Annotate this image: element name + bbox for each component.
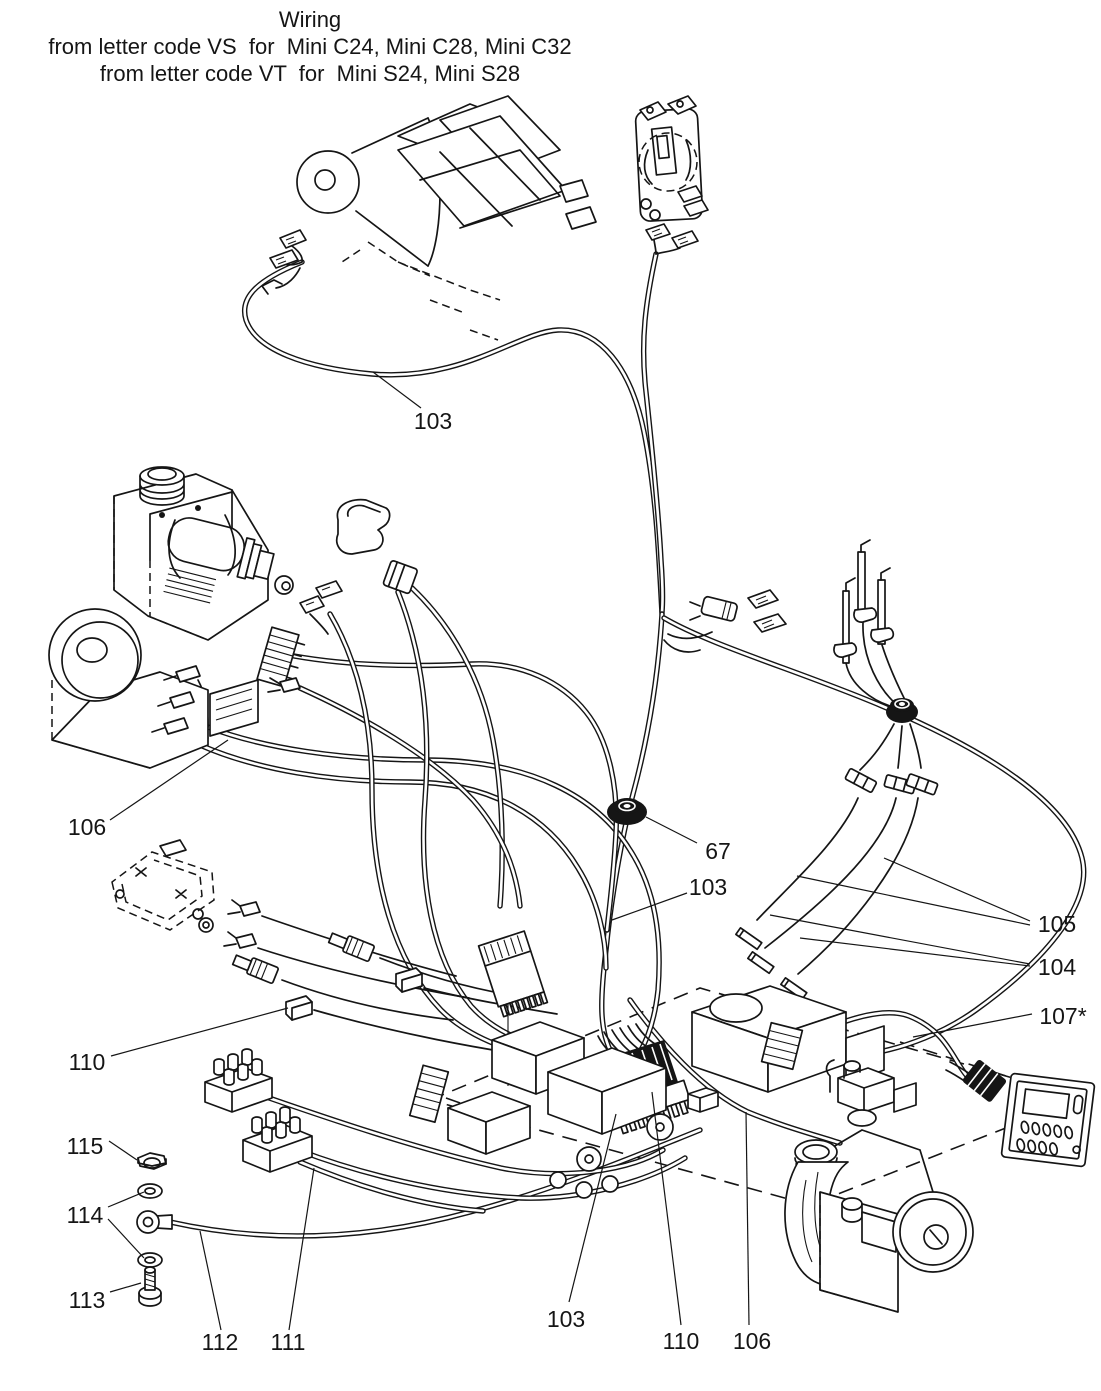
leader-106-left <box>109 739 229 821</box>
part-label-114: 114 <box>67 1202 104 1228</box>
retaining-clamp <box>335 498 391 555</box>
part-number-labels: 103 106 67 103 105 104 107* 110 115 114 … <box>67 408 1087 1355</box>
spade-terminal-pair <box>299 580 343 614</box>
part-label-67: 67 <box>705 838 731 864</box>
part-label-103-top: 103 <box>414 408 452 434</box>
fork-terminal-mid <box>267 677 301 693</box>
part-label-103-bottom: 103 <box>547 1306 585 1332</box>
part-label-113: 113 <box>69 1287 106 1313</box>
leader-103-bottom <box>568 1113 617 1303</box>
air-pressure-switch <box>634 95 709 249</box>
leader-114 <box>107 1191 145 1259</box>
title-line-1: Wiring <box>278 7 342 32</box>
leader-110-bottom <box>651 1091 682 1326</box>
leader-113 <box>109 1282 142 1293</box>
part-label-106-left: 106 <box>68 814 106 840</box>
fuse-holder <box>689 595 738 622</box>
plug-connector <box>382 560 418 595</box>
leader-lines <box>107 371 1033 1331</box>
diagram-title: Wiring from letter code VS for Mini C24,… <box>0 6 620 87</box>
cable-grommet-67 <box>607 798 647 825</box>
spare-spade-terminals <box>747 589 787 633</box>
title-line-2: from letter code VS for Mini C24, Mini C… <box>48 34 572 59</box>
lead-end-terminals <box>735 926 808 1001</box>
part-label-115: 115 <box>67 1133 104 1159</box>
inline-connectors <box>844 767 939 796</box>
leader-103-mid <box>611 892 688 921</box>
small-connector-110 <box>285 995 313 1021</box>
part-label-112: 112 <box>202 1329 239 1355</box>
part-label-105: 105 <box>1038 911 1076 937</box>
pcb-relays-and-parts <box>408 985 885 1199</box>
part-label-103-mid: 103 <box>689 874 727 900</box>
leader-67 <box>645 816 698 844</box>
display-cable-connector <box>945 1059 1007 1102</box>
leader-105 <box>796 857 1031 926</box>
display-buttons <box>1016 1120 1081 1156</box>
part-label-106-bottom: 106 <box>733 1328 771 1354</box>
washer-lower <box>137 1252 163 1268</box>
motor-valve-assembly <box>296 95 597 341</box>
electrode-lead-wires <box>756 622 922 975</box>
gas-valve-solenoid <box>163 517 275 604</box>
wiring-harness-curves <box>167 251 1087 1239</box>
blower-fork-terminals <box>151 665 201 735</box>
mounting-bracket <box>111 839 215 933</box>
leader-112 <box>199 1230 222 1331</box>
ntc-sensor-a <box>231 954 279 984</box>
circulation-pump <box>784 1059 974 1313</box>
fork-terminal-a <box>227 899 261 917</box>
washer-upper <box>137 1183 163 1199</box>
ring-terminal <box>136 1210 173 1234</box>
motor-assembly-spade-terminals <box>261 229 307 295</box>
part-label-104: 104 <box>1038 954 1077 980</box>
ignition-electrodes <box>833 539 895 664</box>
fork-terminal-b <box>223 931 257 949</box>
leader-110-left <box>110 1007 289 1057</box>
terminal-pins-lower <box>251 1106 301 1144</box>
terminal-block-lower <box>242 1106 313 1173</box>
terminal-pins-upper <box>213 1048 263 1086</box>
pcb-edge-connector <box>477 930 549 1086</box>
part-label-111: 111 <box>271 1329 306 1355</box>
ntc-sensor-b <box>327 932 375 962</box>
leader-103-top <box>372 371 422 409</box>
part-label-110-left: 110 <box>69 1049 106 1075</box>
part-label-110-bottom: 110 <box>663 1328 700 1354</box>
leader-111 <box>288 1167 315 1331</box>
part-label-107: 107* <box>1039 1003 1086 1029</box>
terminal-block-upper <box>204 1048 273 1113</box>
display-screen <box>1021 1088 1071 1120</box>
blower-fan <box>48 608 259 769</box>
leader-106-bottom <box>745 1111 750 1326</box>
title-line-3: from letter code VT for Mini S24, Mini S… <box>99 61 521 86</box>
small-connector-b <box>395 967 423 993</box>
display-board <box>1000 1072 1096 1168</box>
four-pin-connector <box>256 626 306 688</box>
leader-115 <box>108 1140 138 1161</box>
leader-104 <box>769 914 1031 967</box>
pressure-switch-spade-terminals <box>645 223 699 249</box>
electrode-grommet <box>886 698 918 723</box>
gas-valve-assembly <box>113 466 294 641</box>
screw-113 <box>138 1266 162 1307</box>
leader-107 <box>912 1013 1033 1038</box>
hex-nut-115 <box>137 1152 167 1170</box>
